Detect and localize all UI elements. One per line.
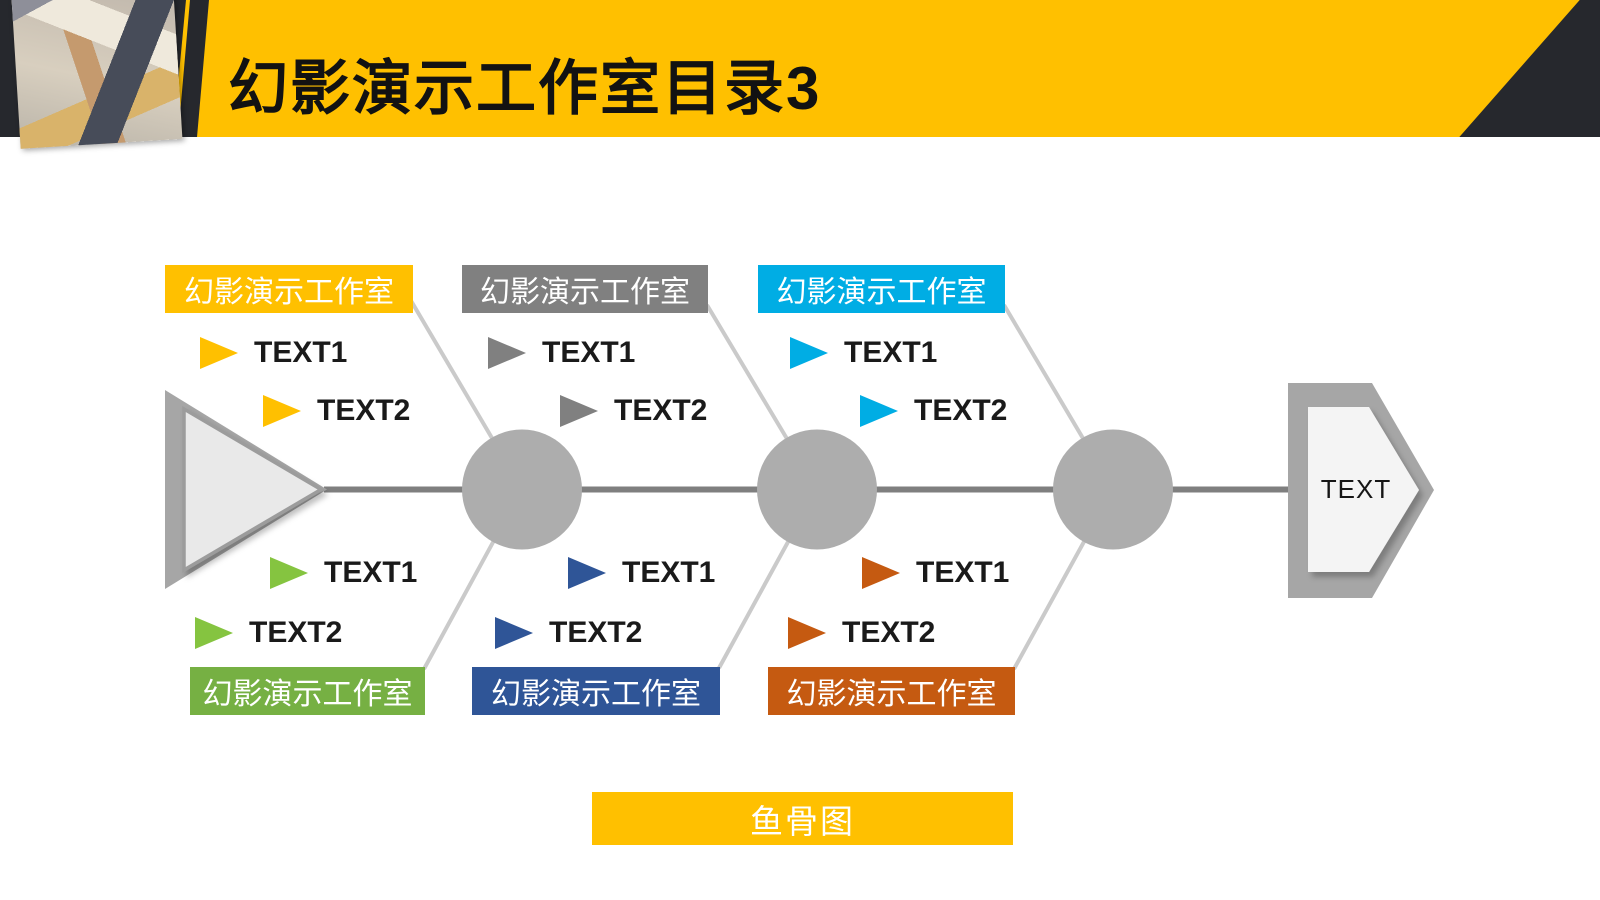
triangle-bullet-icon — [495, 617, 533, 649]
branch-item: TEXT1 — [200, 336, 347, 370]
triangle-bullet-icon — [263, 395, 301, 427]
branch-item: TEXT1 — [568, 556, 715, 590]
triangle-bullet-icon — [200, 337, 238, 369]
branch-item: TEXT2 — [788, 616, 935, 650]
fish-head-inner-triangle — [182, 405, 325, 574]
branch-label-bottom-2: 幻影演示工作室 — [472, 667, 720, 715]
node-circle-1 — [462, 429, 582, 550]
branch-label-bottom-1: 幻影演示工作室 — [190, 667, 425, 715]
branch-item: TEXT2 — [495, 616, 642, 650]
node-circle-2 — [757, 429, 877, 550]
branch-label-bottom-3: 幻影演示工作室 — [768, 667, 1015, 715]
triangle-bullet-icon — [195, 617, 233, 649]
triangle-bullet-icon — [568, 557, 606, 589]
branch-item: TEXT1 — [790, 336, 937, 370]
triangle-bullet-icon — [270, 557, 308, 589]
triangle-bullet-icon — [560, 395, 598, 427]
branch-item: TEXT2 — [860, 394, 1007, 428]
branch-item: TEXT1 — [488, 336, 635, 370]
branch-label-top-3: 幻影演示工作室 — [758, 265, 1005, 313]
page-title: 幻影演示工作室目录3 — [228, 55, 822, 122]
branch-item: TEXT1 — [270, 556, 417, 590]
triangle-bullet-icon — [488, 337, 526, 369]
triangle-bullet-icon — [860, 395, 898, 427]
triangle-bullet-icon — [788, 617, 826, 649]
branch-item: TEXT1 — [862, 556, 1009, 590]
diagram-caption: 鱼骨图 — [592, 792, 1013, 845]
branch-item: TEXT2 — [263, 394, 410, 428]
tail-arrow-inner — [1308, 407, 1419, 572]
triangle-bullet-icon — [862, 557, 900, 589]
branch-item: TEXT2 — [560, 394, 707, 428]
triangle-bullet-icon — [790, 337, 828, 369]
branch-item: TEXT2 — [195, 616, 342, 650]
tail-arrow-label: TEXT — [1320, 474, 1392, 504]
header-band: 幻影演示工作室目录3 — [0, 0, 1600, 149]
node-circle-3 — [1053, 429, 1173, 550]
branch-label-top-2: 幻影演示工作室 — [462, 265, 708, 313]
branch-label-top-1: 幻影演示工作室 — [165, 265, 413, 313]
